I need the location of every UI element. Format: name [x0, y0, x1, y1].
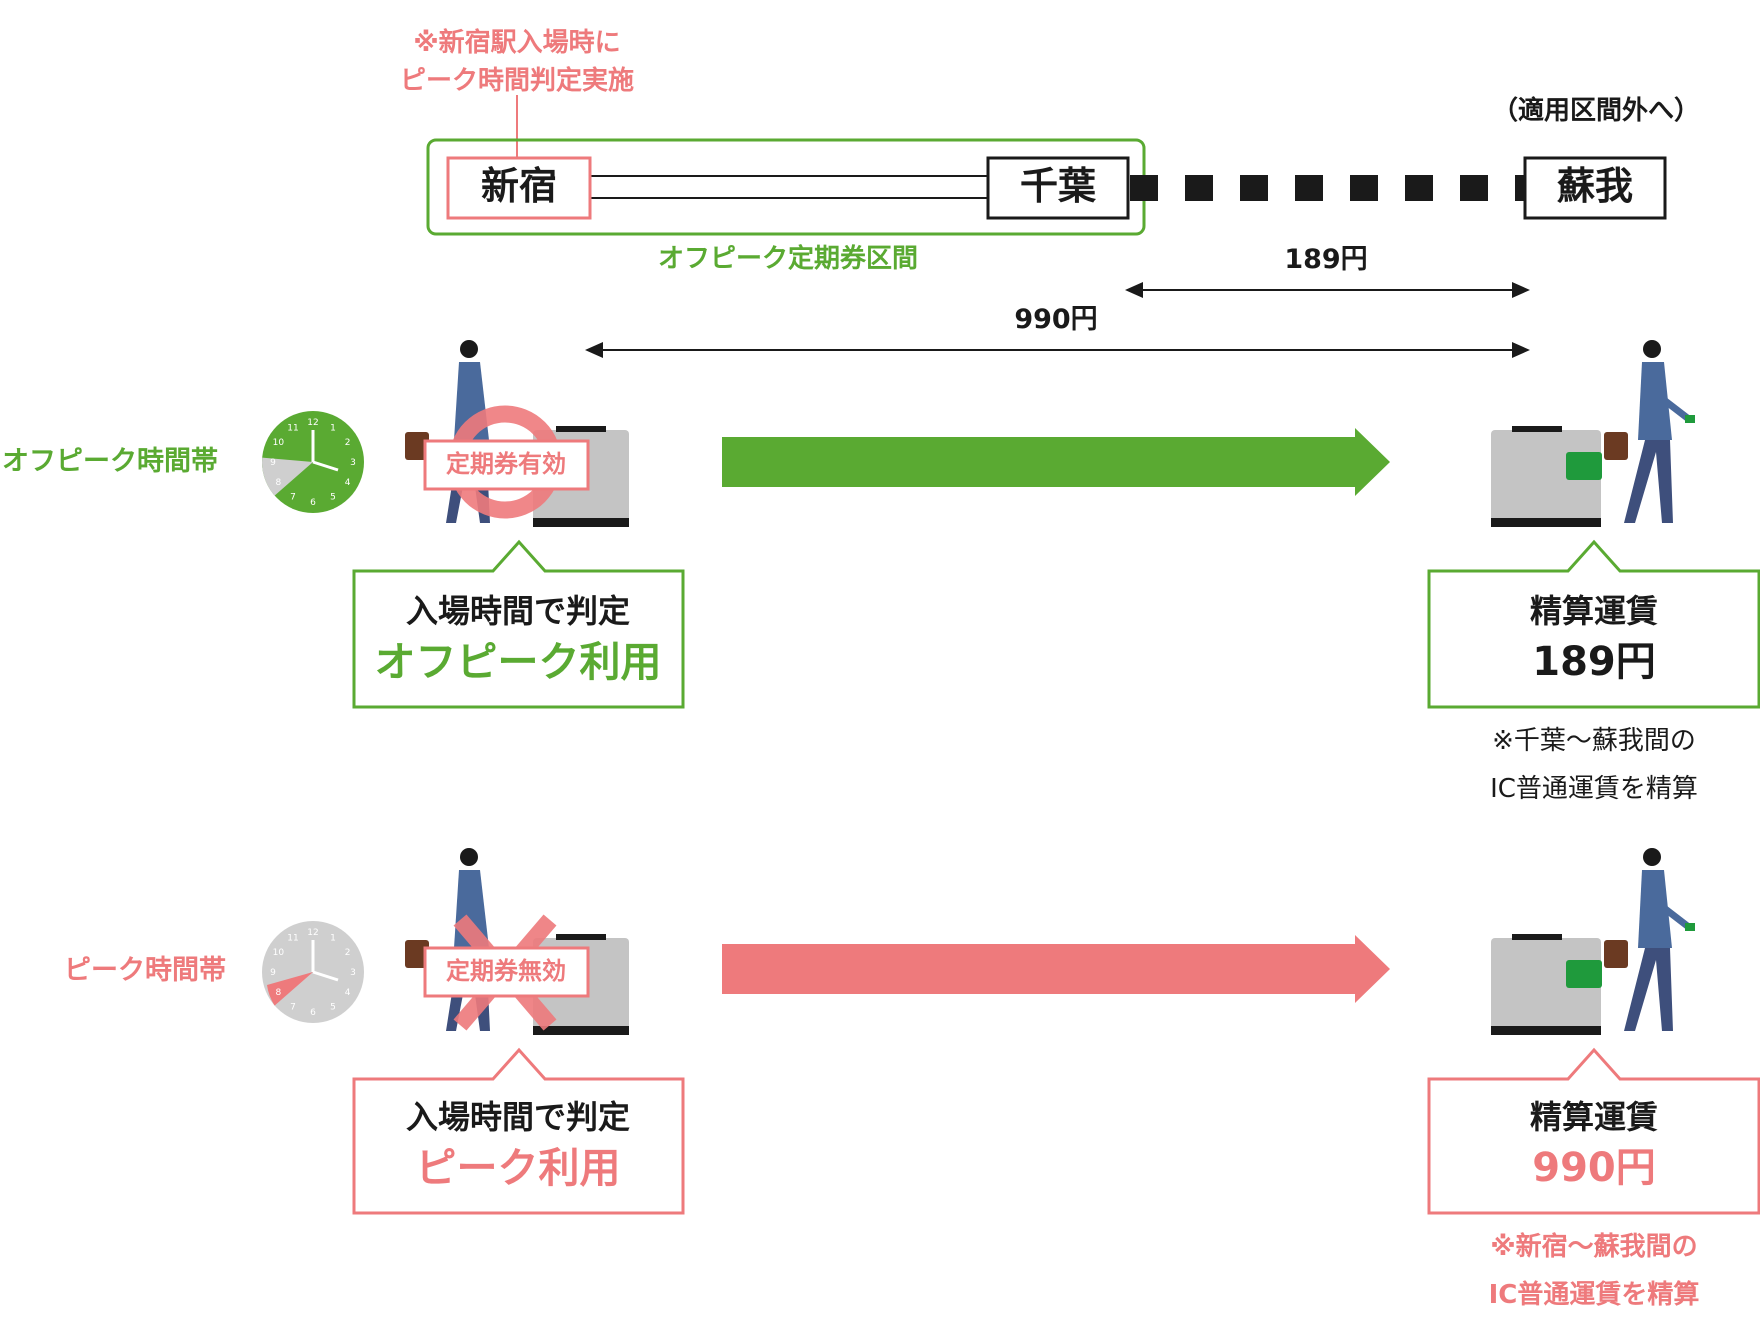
fare-chiba-soga-label: 189円: [1284, 244, 1368, 275]
route-note-line2: ピーク時間判定実施: [399, 66, 635, 96]
clock-number: 8: [276, 478, 282, 488]
clock-number: 1: [330, 423, 336, 433]
clock-number: 7: [290, 493, 296, 503]
outside-section-label: （適用区間外へ）: [1491, 96, 1701, 126]
settle-note-offpeak-line1: ※千葉～蘇我間の: [1492, 726, 1696, 756]
judge-result-offpeak: オフピーク利用: [374, 638, 662, 686]
clock-number: 11: [287, 423, 298, 433]
offpeak-arrow: [722, 428, 1390, 496]
person-right-offpeak: [1604, 340, 1695, 523]
station-box-chiba: [986, 156, 1130, 220]
clock-number: 6: [310, 498, 316, 508]
clock-number: 9: [270, 968, 276, 978]
settle-title-peak: 精算運賃: [1529, 1098, 1659, 1136]
pass-status-peak: 定期券無効: [446, 957, 566, 985]
clock-number: 8: [276, 988, 282, 998]
settle-bubble-offpeak: [1427, 539, 1760, 709]
settle-note-peak-line2: IC普通運賃を精算: [1488, 1280, 1700, 1310]
clock-number: 7: [290, 1003, 296, 1013]
judge-result-peak: ピーク利用: [415, 1144, 621, 1192]
pass-status-box-offpeak: [423, 439, 590, 491]
clock-number: 5: [330, 493, 336, 503]
clock-number: 2: [345, 948, 351, 958]
clock-number: 3: [350, 458, 356, 468]
clock-number: 9: [270, 458, 276, 468]
clock-number: 4: [345, 988, 351, 998]
settle-amount-peak: 990円: [1532, 1145, 1656, 1191]
offpeak-time-label: オフピーク時間帯: [2, 446, 218, 477]
fare-shinjuku-soga-label: 990円: [1014, 304, 1098, 335]
judge-bubble-offpeak: [352, 539, 685, 709]
peak-arrow: [722, 935, 1390, 1003]
judge-text-offpeak: 入場時間で判定: [405, 592, 631, 630]
peak-time-label: ピーク時間帯: [64, 955, 226, 986]
clock-number: 12: [307, 928, 318, 938]
station-box-soga: [1523, 156, 1667, 220]
pass-status-offpeak: 定期券有効: [446, 450, 566, 478]
clock-number: 4: [345, 478, 351, 488]
rail-line: [590, 175, 988, 199]
clock-number: 2: [345, 438, 351, 448]
settle-title-offpeak: 精算運賃: [1529, 592, 1659, 630]
station-shinjuku: 新宿: [480, 164, 558, 208]
gate-right-offpeak: [1491, 426, 1602, 527]
clock-number: 3: [350, 968, 356, 978]
settle-note-peak-line1: ※新宿～蘇我間の: [1490, 1232, 1698, 1262]
clock-number: 11: [287, 933, 298, 943]
route-note-line1: ※新宿駅入場時に: [413, 28, 621, 58]
station-soga: 蘇我: [1556, 164, 1634, 208]
settle-note-offpeak-line2: IC普通運賃を精算: [1490, 774, 1698, 804]
clock-number: 10: [273, 948, 285, 958]
pass-status-box-peak: [423, 946, 590, 998]
clock-number: 6: [310, 1008, 316, 1018]
station-box-shinjuku: [446, 156, 592, 220]
judge-text-peak: 入場時間で判定: [405, 1098, 631, 1136]
station-chiba: 千葉: [1019, 164, 1097, 208]
clock-number: 1: [330, 933, 336, 943]
judge-bubble-peak: [352, 1047, 685, 1215]
gate-right-peak: [1491, 934, 1602, 1035]
settle-bubble-peak: [1427, 1047, 1760, 1215]
offpeak-section-label: オフピーク定期券区間: [657, 244, 919, 274]
settle-amount-offpeak: 189円: [1532, 639, 1656, 685]
clock-number: 12: [307, 418, 318, 428]
clock-number: 5: [330, 1003, 336, 1013]
clock-number: 10: [273, 438, 285, 448]
person-right-peak: [1604, 848, 1695, 1031]
